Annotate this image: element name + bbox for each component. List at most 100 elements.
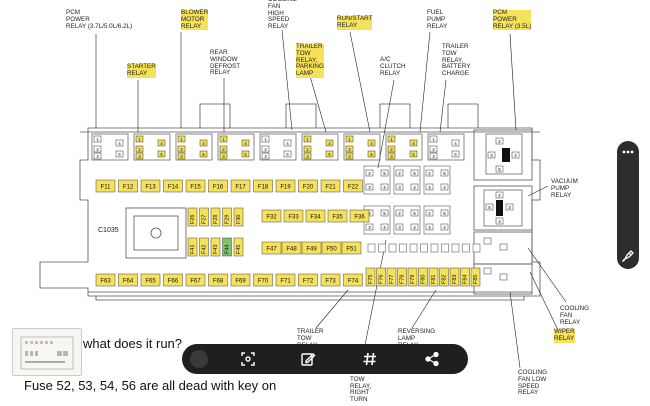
relay-pin-number: 2	[138, 147, 141, 152]
fuse: F20	[298, 179, 318, 193]
mount-tab	[447, 103, 479, 128]
relay-pin	[177, 145, 186, 153]
fuse-label: F72	[303, 279, 314, 285]
relay-pin	[451, 139, 460, 147]
fuse-slot	[388, 243, 397, 253]
relay-pin	[219, 135, 228, 143]
relay-pin-number: 5	[244, 152, 247, 157]
relay-pin	[135, 145, 144, 153]
relay-pin-number: 3	[398, 225, 401, 230]
relay-pin	[157, 150, 166, 158]
fuse-body	[163, 179, 183, 193]
relay-pin-number: 4	[454, 141, 457, 146]
fuse: F47	[261, 241, 282, 255]
fuse-body	[222, 237, 232, 257]
fuse-label: F76	[379, 275, 385, 284]
relay-pin	[440, 169, 449, 177]
relay-pin-number: 5	[286, 152, 289, 157]
fuse: F41	[187, 237, 198, 257]
relay-pin-number: 4	[160, 141, 163, 146]
fuse: F75	[365, 267, 376, 287]
relay-pin	[303, 152, 312, 160]
connector-c1035-pin	[150, 227, 162, 239]
fuse-body	[298, 273, 318, 287]
fuse-label: F36	[354, 215, 365, 221]
fuse-label: F50	[326, 247, 337, 253]
fuse-label: F21	[325, 185, 336, 191]
fuse: F44	[222, 237, 232, 257]
fuse-label: F84	[463, 275, 469, 284]
relay-pin-number: 2	[348, 147, 351, 152]
relay-pin-number: 3	[428, 225, 431, 230]
relay-pin	[483, 267, 492, 275]
side-panel	[617, 141, 639, 269]
fuse-slot	[451, 243, 460, 253]
fuse-label: F27	[202, 215, 208, 224]
fuse-body	[233, 237, 244, 257]
relay-pin-number: 2	[432, 147, 435, 152]
relay-pin	[115, 139, 124, 147]
fuse: F84	[460, 267, 470, 287]
relay-pin	[495, 217, 504, 225]
fuse-body	[230, 273, 251, 287]
relay-pin	[499, 243, 508, 251]
fuse-label: F78	[400, 275, 406, 284]
fuse-label: F67	[190, 279, 201, 285]
more-dots-icon[interactable]	[619, 145, 637, 159]
label-cooling-fan-low-speed-relay: COOLING FAN LOW SPEED RELAY	[518, 369, 548, 397]
fuse: F50	[321, 241, 342, 255]
share-icon[interactable]	[420, 347, 444, 371]
fuse: F68	[208, 273, 228, 287]
draw-icon[interactable]	[619, 247, 637, 265]
fuse-body	[233, 207, 244, 227]
relay-pin	[303, 135, 312, 143]
fuse-body	[298, 179, 318, 193]
relay-pin	[367, 139, 376, 147]
relay-blade	[502, 148, 510, 162]
fuse: F66	[163, 273, 183, 287]
fuse: F82	[439, 267, 449, 287]
relay-pin-number: 4	[514, 153, 517, 158]
relay-pin-number: 2	[368, 211, 371, 216]
relay-pin	[511, 151, 520, 159]
crop-select-icon[interactable]	[236, 347, 260, 371]
fuse-body	[439, 267, 449, 287]
fuse: F27	[199, 207, 209, 227]
relay-outline	[427, 133, 465, 161]
fuse-body	[320, 273, 341, 287]
edit-note-icon[interactable]	[296, 347, 320, 371]
relay-blade	[496, 200, 503, 216]
relay-pin-number: 2	[390, 147, 393, 152]
attachment-thumbnail[interactable]	[12, 328, 82, 376]
fuse: F73	[320, 273, 341, 287]
fuse: F36	[349, 209, 370, 223]
fuse-label: F80	[421, 275, 427, 284]
leader-line	[377, 79, 395, 169]
leader-line	[527, 185, 549, 197]
relay-pin-number: 4	[202, 141, 205, 146]
fuse-body	[320, 179, 341, 193]
relay-pin	[345, 145, 354, 153]
fuse-label: F34	[310, 215, 321, 221]
post-note: Fuse 52, 53, 54, 56 are all dead with ke…	[24, 378, 277, 393]
relay-pin-number: 5	[498, 167, 501, 172]
relay-pin	[485, 203, 494, 211]
hashtag-icon[interactable]	[358, 347, 382, 371]
relay-pin	[440, 209, 449, 217]
relay-pin	[410, 169, 419, 177]
fuse-body	[208, 273, 228, 287]
drag-handle-icon[interactable]	[188, 347, 210, 371]
fuse-slot	[399, 243, 407, 253]
fuse-label: F71	[280, 279, 291, 285]
fuse-slot	[462, 243, 470, 253]
relay-pin-number: 3	[264, 154, 267, 159]
relay-pin-number: 2	[428, 171, 431, 176]
relay-pin-number: 2	[398, 211, 401, 216]
relay-pin-number: 5	[454, 152, 457, 157]
leader-line	[309, 75, 327, 133]
